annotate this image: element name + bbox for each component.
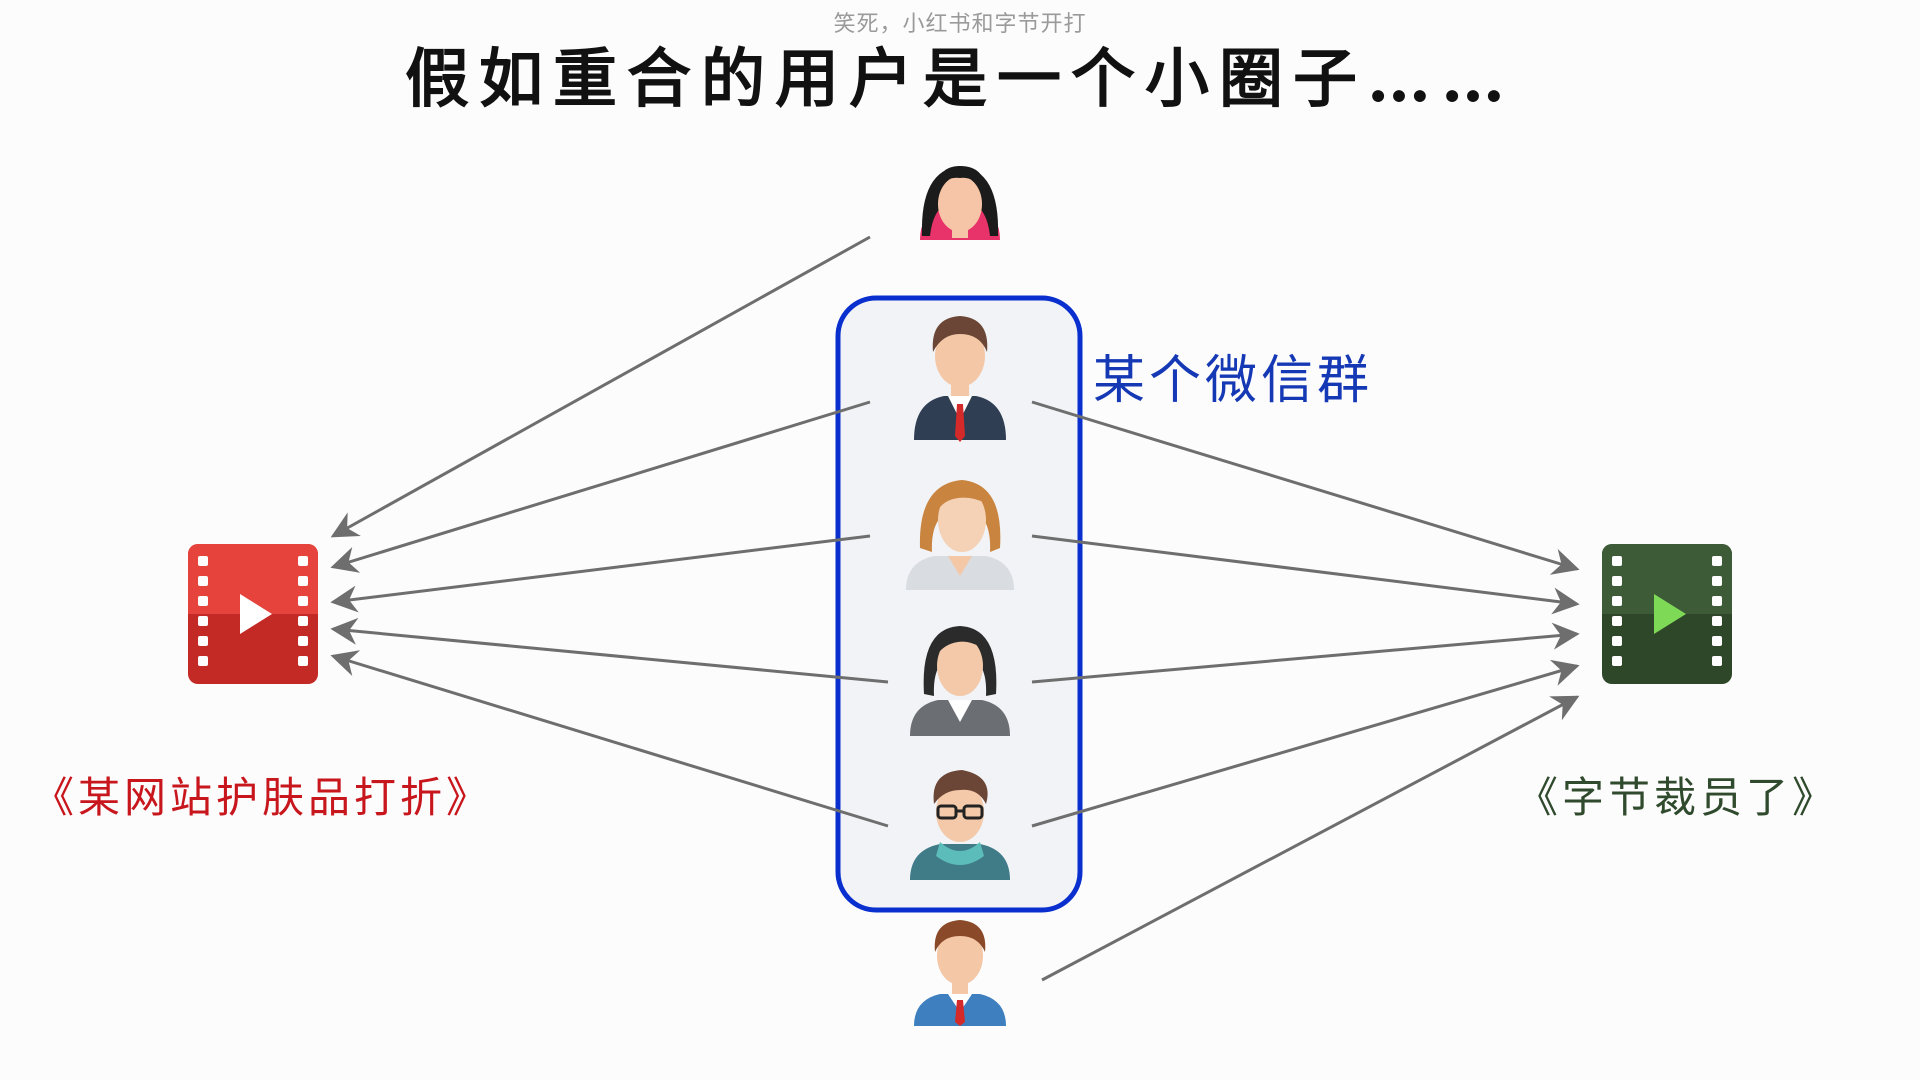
arrow-member4-to-right (1031, 659, 1580, 828)
arrow-top-user-to-left (330, 235, 871, 538)
right-video-label: 《字节裁员了》 (1516, 773, 1839, 822)
group-label: 某个微信群 (1093, 351, 1374, 411)
page-title: 假如重合的用户是一个小圈子…… (405, 42, 1515, 117)
arrow-member3-to-left (330, 617, 889, 684)
group-member-businessman-avatar-icon (914, 316, 1006, 442)
arrow-member4-to-left (330, 650, 889, 828)
arrow-bottom-user-to-right (1041, 695, 1580, 982)
group-member-man-with-glasses-avatar-icon (910, 770, 1010, 880)
group-box (835, 295, 1083, 913)
group-member-businesswoman-avatar-icon (910, 626, 1010, 736)
top-user-woman-avatar-icon (920, 166, 1000, 240)
arrow-member1-to-right (1031, 400, 1580, 575)
left-video-label: 《某网站护肤品打折》 (32, 773, 493, 822)
bottom-user-man-avatar-icon (914, 920, 1006, 1026)
right-video-play-icon (1602, 544, 1732, 684)
left-video-play-icon (188, 544, 318, 684)
watermark-text: 笑死，小红书和字节开打 (833, 12, 1087, 37)
group-member-woman-avatar-icon (906, 480, 1014, 590)
arrow-member2-to-left (330, 534, 871, 613)
arrow-member3-to-right (1031, 622, 1580, 684)
arrow-member2-to-right (1031, 534, 1580, 615)
arrow-member1-to-left (330, 400, 871, 573)
